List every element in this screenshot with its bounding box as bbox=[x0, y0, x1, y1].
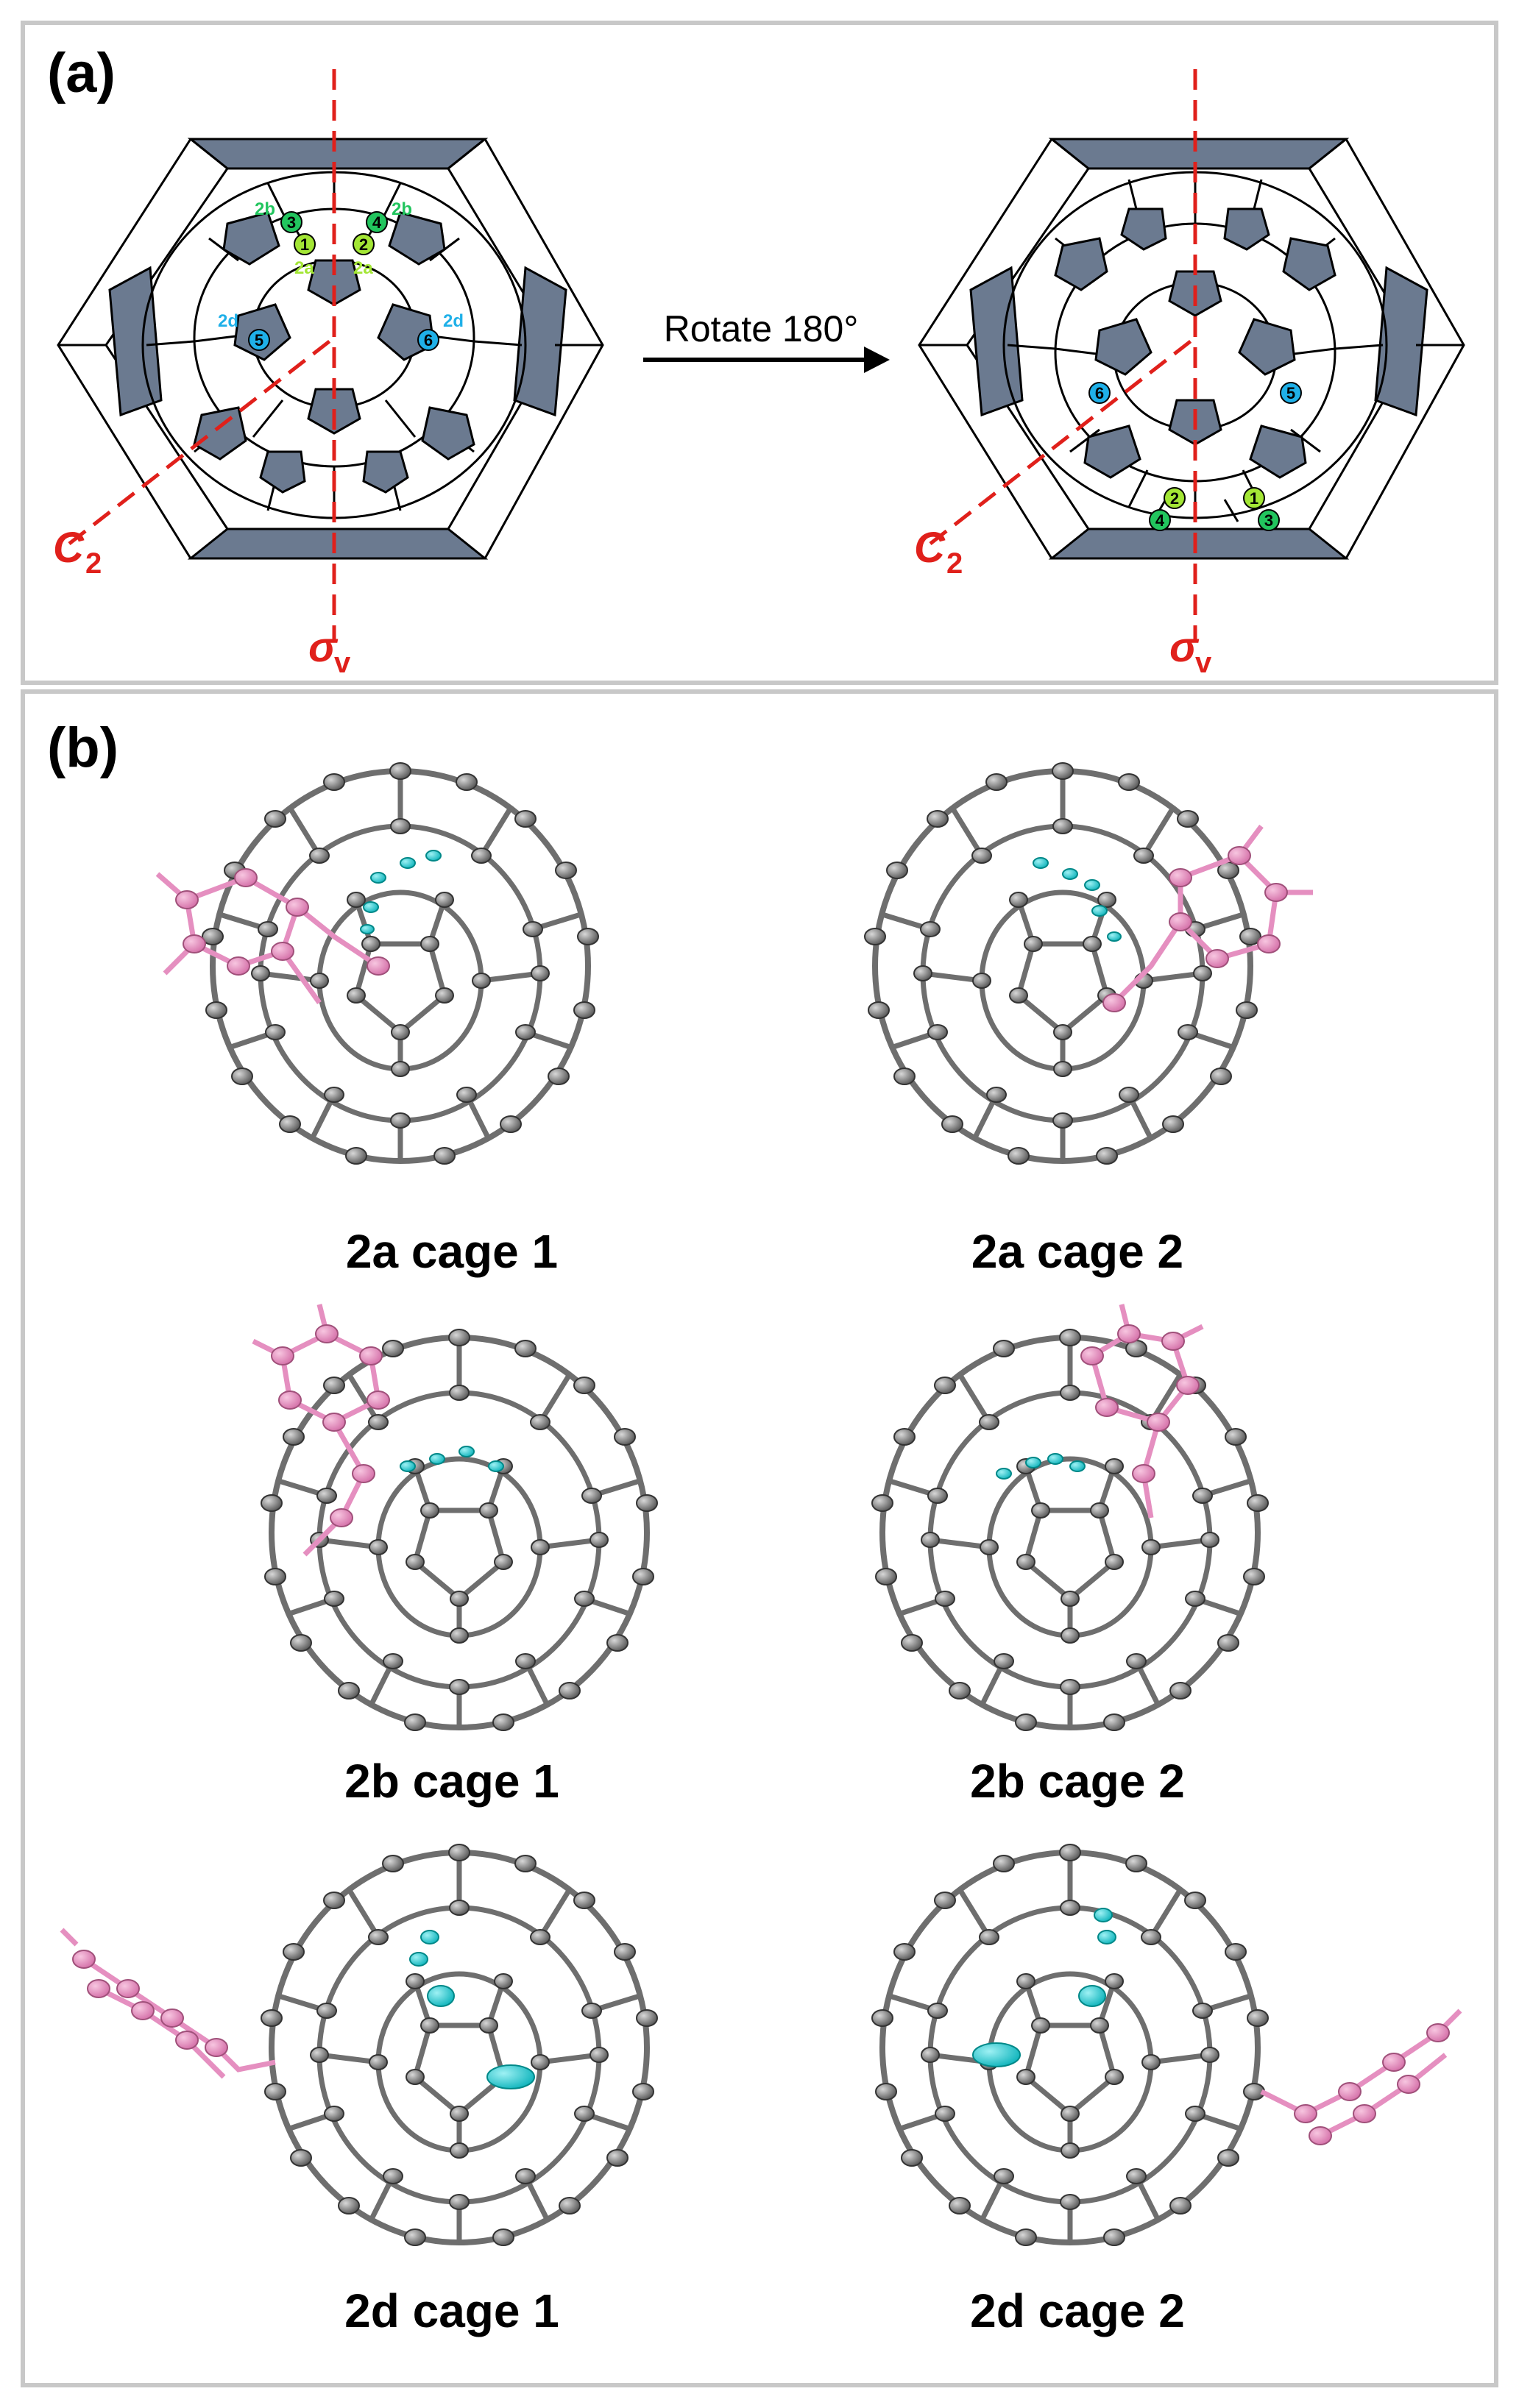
structure-2b-cage-1: 2b cage 1 bbox=[252, 1304, 657, 1808]
left-marker-5: 5 bbox=[255, 331, 263, 349]
structure-2d-cage-2: 2d cage 2 bbox=[872, 1844, 1462, 2337]
right-marker-4: 4 bbox=[1155, 511, 1165, 530]
panel-b-label: (b) bbox=[47, 717, 119, 779]
left-pentagon-top bbox=[187, 138, 489, 170]
left-label-2d-right: 2d bbox=[443, 311, 464, 331]
right-sigma-subscript: v bbox=[1195, 647, 1212, 679]
left-marker-2: 2 bbox=[359, 235, 368, 254]
left-sigma-subscript: v bbox=[334, 647, 351, 679]
right-c2-subscript: 2 bbox=[946, 547, 963, 580]
structure-2d-cage-1: 2d cage 1 bbox=[60, 1844, 657, 2337]
left-c2-axis bbox=[68, 336, 336, 545]
left-pentagon-bottom bbox=[187, 528, 489, 560]
left-fullerene-schematic: 3 4 1 2 5 6 2b 2b 2a 2a 2d 2d C 2 σ v bbox=[53, 69, 604, 679]
right-c2-label: C bbox=[914, 524, 946, 572]
right-fullerene-schematic: 6 5 2 1 4 3 C 2 σ v bbox=[914, 69, 1465, 679]
right-sigma-label: σ bbox=[1169, 623, 1200, 671]
symmetry-schematic: 3 4 1 2 5 6 2b 2b 2a 2a 2d 2d C 2 σ v Ro… bbox=[53, 69, 1465, 679]
left-c2-subscript: 2 bbox=[85, 547, 102, 580]
caption-2a-cage-1: 2a cage 1 bbox=[346, 1225, 558, 1278]
panel-a-label: (a) bbox=[47, 42, 116, 104]
left-sigma-label: σ bbox=[308, 623, 339, 671]
left-label-2a-right: 2a bbox=[353, 258, 373, 278]
panel-b: (b) bbox=[21, 689, 1498, 2387]
left-marker-6: 6 bbox=[424, 331, 433, 349]
left-label-2a-left: 2a bbox=[294, 258, 314, 278]
caption-2b-cage-2: 2b cage 2 bbox=[970, 1755, 1185, 1808]
right-position-markers: 6 5 2 1 4 3 bbox=[1088, 382, 1302, 531]
rotate-label: Rotate 180° bbox=[664, 308, 859, 349]
caption-2b-cage-1: 2b cage 1 bbox=[344, 1755, 559, 1808]
left-c2-label: C bbox=[53, 524, 85, 572]
left-position-markers: 3 4 1 2 5 6 2b 2b 2a 2a 2d 2d bbox=[218, 199, 464, 351]
adduct-2d-cage-1 bbox=[60, 1928, 276, 2079]
structure-2a-cage-1: 2a cage 1 bbox=[155, 763, 598, 1278]
left-label-2d-left: 2d bbox=[218, 311, 238, 331]
left-label-2b-right: 2b bbox=[392, 199, 412, 219]
caption-2d-cage-1: 2d cage 1 bbox=[344, 2284, 559, 2337]
rotate-arrow: Rotate 180° bbox=[643, 308, 890, 373]
panel-a: (a) bbox=[21, 21, 1498, 685]
right-c2-axis bbox=[929, 336, 1197, 545]
crystal-structures: 2a cage 1 bbox=[60, 694, 1462, 2337]
caption-2d-cage-2: 2d cage 2 bbox=[970, 2284, 1185, 2337]
left-marker-3: 3 bbox=[287, 213, 296, 232]
caption-2a-cage-2: 2a cage 2 bbox=[971, 1225, 1183, 1278]
right-marker-2: 2 bbox=[1170, 489, 1179, 508]
left-marker-4: 4 bbox=[372, 213, 382, 232]
right-marker-6: 6 bbox=[1095, 384, 1104, 402]
right-marker-3: 3 bbox=[1264, 511, 1273, 530]
structure-2a-cage-2: 2a cage 2 bbox=[865, 763, 1313, 1278]
left-marker-1: 1 bbox=[300, 235, 309, 254]
left-label-2b-left: 2b bbox=[255, 199, 275, 219]
right-marker-5: 5 bbox=[1286, 384, 1295, 402]
structure-2b-cage-2: 2b cage 2 bbox=[872, 1304, 1268, 1808]
right-marker-1: 1 bbox=[1250, 489, 1258, 508]
